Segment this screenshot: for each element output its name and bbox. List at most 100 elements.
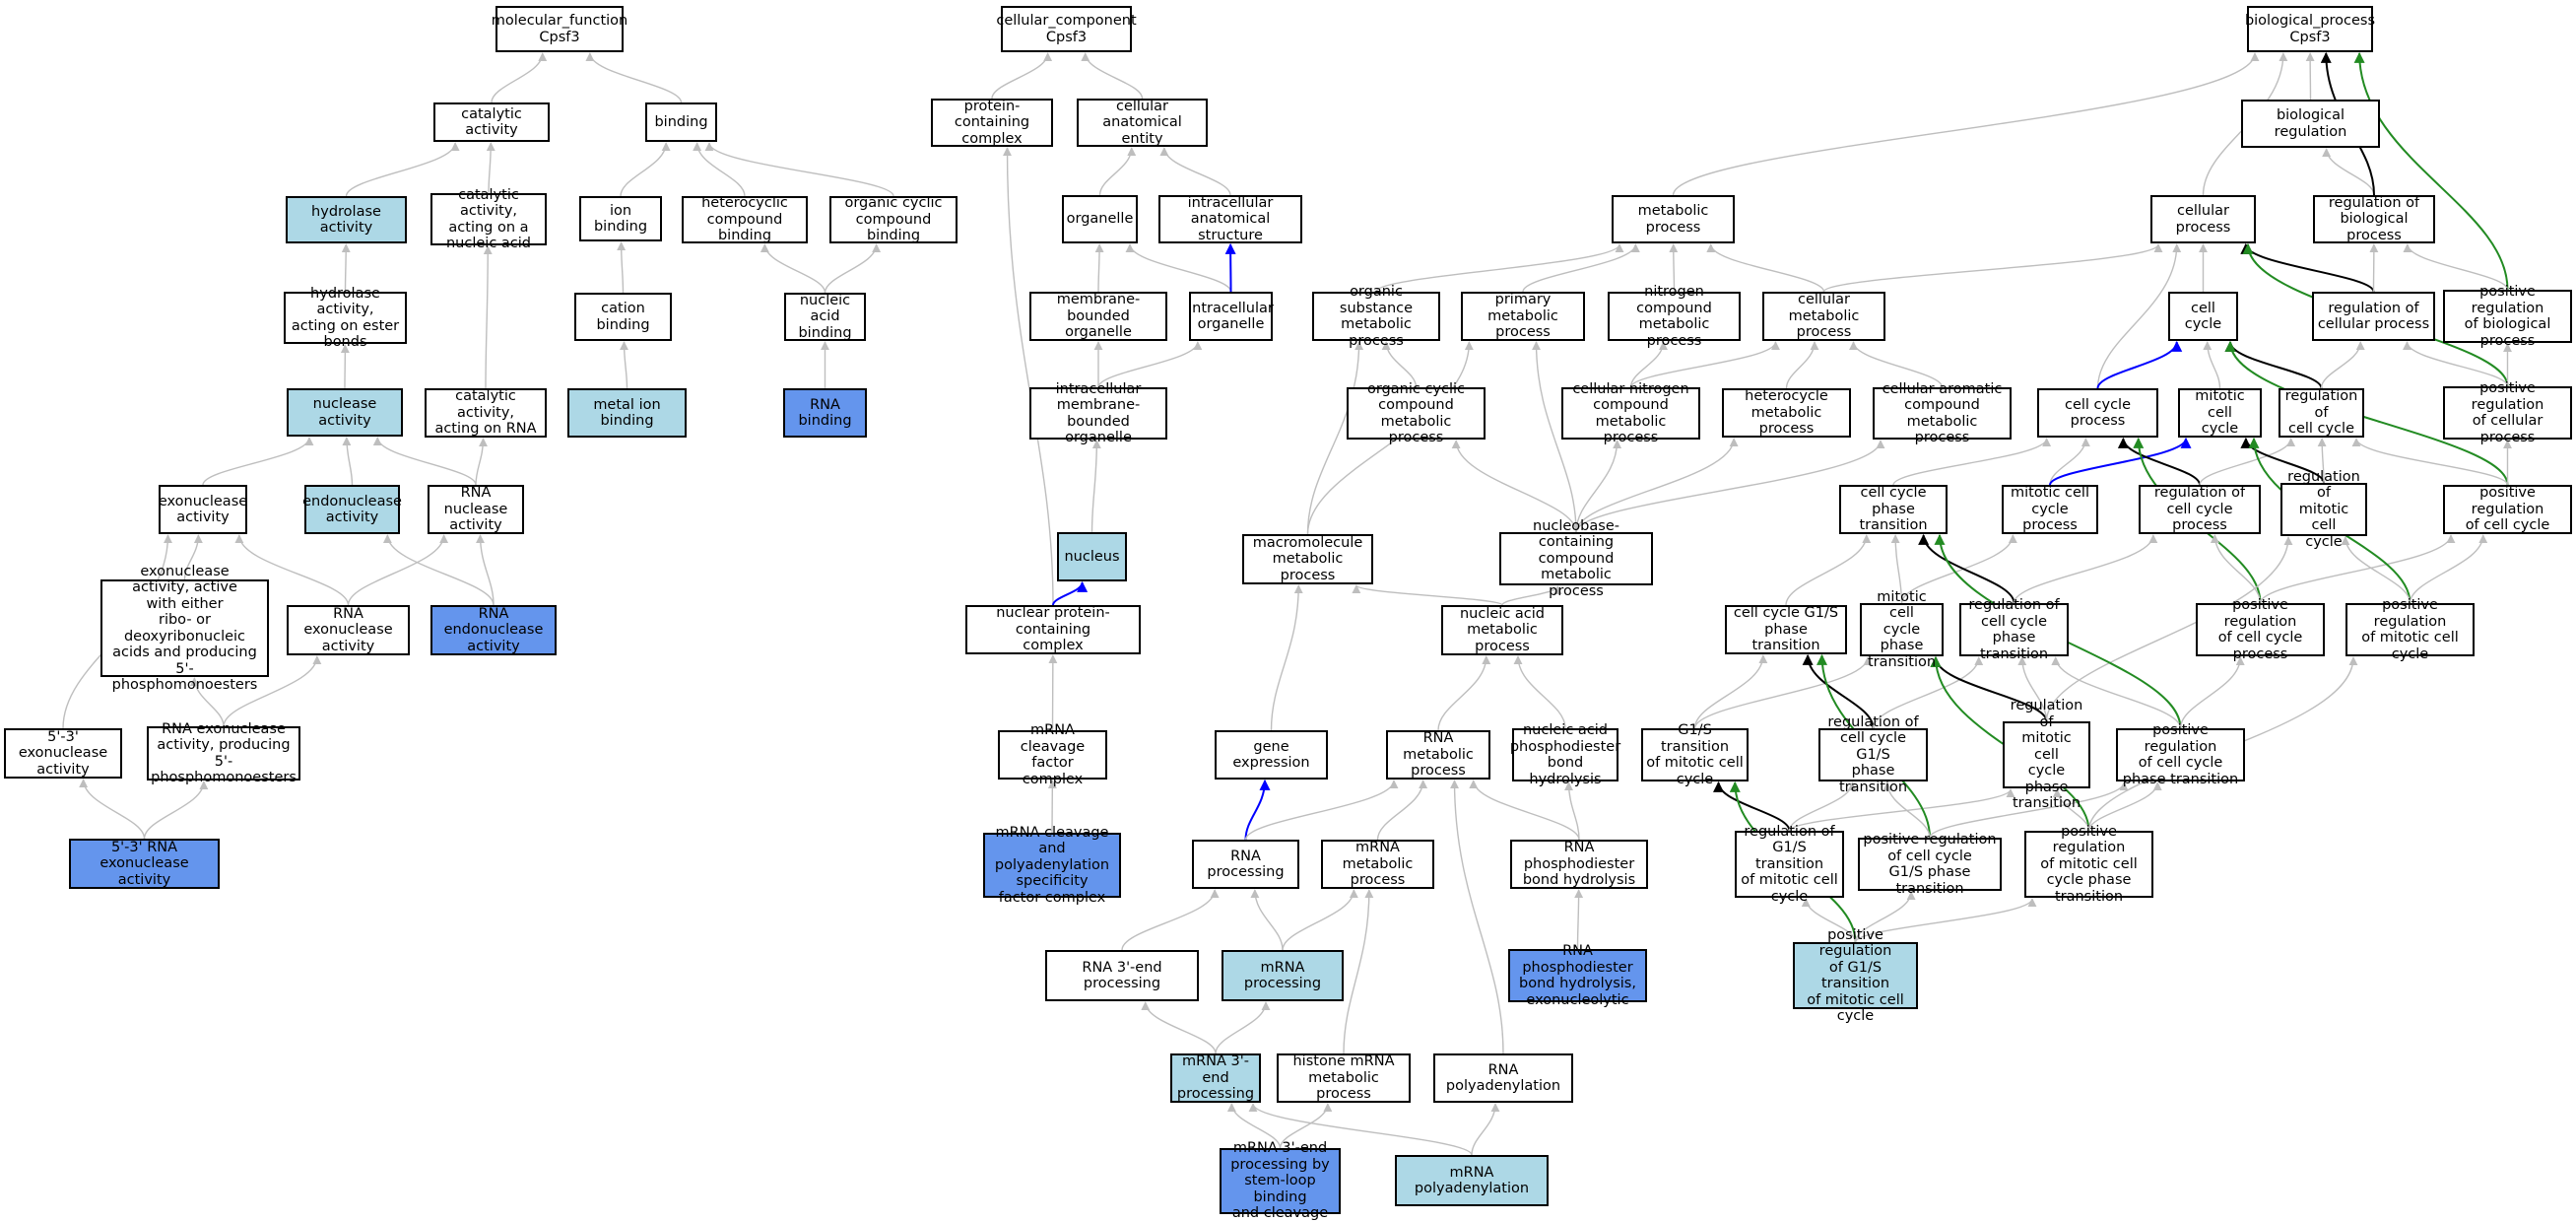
edge-reg_cc_proc-to-reg_cc xyxy=(2200,439,2291,485)
rna-polyadenylation-node[interactable]: RNA polyadenylation xyxy=(1433,1053,1573,1103)
nitrogen-compound-metabolic-node[interactable]: nitrogen compound metabolic process xyxy=(1608,292,1741,341)
mitotic-phase-transition-node[interactable]: mitotic cell cycle phase transition xyxy=(1860,603,1944,656)
regulation-g1s-mitotic-node[interactable]: regulation of G1/S transition of mitotic… xyxy=(1735,831,1844,898)
cell-cycle-node[interactable]: cell cycle xyxy=(2168,292,2238,341)
positive-regulation-cell-cycle-node[interactable]: positive regulation of cell cycle xyxy=(2443,485,2572,534)
positive-regulation-phase-transition-node[interactable]: positive regulation of cell cycle phase … xyxy=(2116,728,2245,781)
mrna-polyadenylation-node[interactable]: mRNA polyadenylation xyxy=(1395,1155,1549,1206)
mrna-3end-processing-node[interactable]: mRNA 3'-end processing xyxy=(1170,1053,1261,1103)
mrna-metabolic-node[interactable]: mRNA metabolic process xyxy=(1321,840,1434,889)
exonuclease-53-node[interactable]: 5'-3' exonuclease activity xyxy=(4,728,122,779)
organic-substance-metabolic-node[interactable]: organic substance metabolic process xyxy=(1312,292,1440,341)
intracellular-anatomical-structure-node[interactable]: intracellular anatomical structure xyxy=(1158,195,1302,243)
primary-metabolic-node[interactable]: primary metabolic process xyxy=(1461,292,1585,341)
positive-regulation-mitotic-phase-node[interactable]: positive regulation of mitotic cell cycl… xyxy=(2024,831,2153,898)
positive-regulation-g1s-mitotic-node[interactable]: positive regulation of G1/S transition o… xyxy=(1793,942,1918,1009)
edge-mrna_3end-to-mrna_processing xyxy=(1216,1002,1266,1053)
positive-regulation-biological-node[interactable]: positive regulation of biological proces… xyxy=(2443,290,2572,343)
exonuclease-either-node[interactable]: exonuclease activity, active with either… xyxy=(100,579,269,677)
edge-hetero_met-to-cell_met xyxy=(1787,342,1816,388)
positive-regulation-mitotic-cell-cycle-node[interactable]: positive regulation of mitotic cell cycl… xyxy=(2345,603,2475,656)
metal-ion-binding-node[interactable]: metal ion binding xyxy=(567,388,687,438)
rna-exonuclease-53-node[interactable]: 5'-3' RNA exonuclease activity xyxy=(69,839,220,889)
rna-3end-processing-node[interactable]: RNA 3'-end processing xyxy=(1045,950,1199,1001)
positive-regulation-cell-cycle-process-node[interactable]: positive regulation of cell cycle proces… xyxy=(2196,603,2325,656)
g1s-phase-transition-node[interactable]: cell cycle G1/S phase transition xyxy=(1725,605,1847,654)
rna-processing-node[interactable]: RNA processing xyxy=(1192,840,1299,889)
mitotic-cell-cycle-node[interactable]: mitotic cell cycle xyxy=(2178,388,2262,438)
g1s-mitotic-transition-node[interactable]: G1/S transition of mitotic cell cycle xyxy=(1641,728,1749,781)
cellular-process-node[interactable]: cellular process xyxy=(2150,195,2256,243)
catalytic-nucleic-acid-node[interactable]: catalytic activity, acting on a nucleic … xyxy=(430,193,547,245)
edge-pos_reg_cc-to-reg_cc xyxy=(2356,439,2508,485)
rna-exonuclease-activity-node[interactable]: RNA exonuclease activity xyxy=(287,605,410,655)
binding-node[interactable]: binding xyxy=(645,102,717,142)
nucleic-acid-phosphodiester-node[interactable]: nucleic acid phosphodiester bond hydroly… xyxy=(1512,728,1618,781)
rna-phosphodiester-exonucleolytic-node[interactable]: RNA phosphodiester bond hydrolysis, exon… xyxy=(1508,949,1647,1002)
gene-expression-node[interactable]: gene expression xyxy=(1215,730,1328,780)
rna-endonuclease-activity-node[interactable]: RNA endonuclease activity xyxy=(430,605,557,655)
rna-binding-node[interactable]: RNA binding xyxy=(783,388,867,438)
organic-cyclic-binding-node[interactable]: organic cyclic compound binding xyxy=(829,196,958,243)
nucleic-acid-metabolic-node[interactable]: nucleic acid metabolic process xyxy=(1441,605,1563,655)
protein-complex-node[interactable]: protein-containing complex xyxy=(931,99,1053,147)
mrna-3end-stemloop-node[interactable]: mRNA 3'-end processing by stem-loop bind… xyxy=(1220,1148,1341,1214)
catalytic-rna-node[interactable]: catalytic activity, acting on RNA xyxy=(425,388,547,438)
cellular-anatomical-entity-node[interactable]: cellular anatomical entity xyxy=(1077,99,1208,147)
nucleic-acid-binding-node[interactable]: nucleic acid binding xyxy=(784,293,866,341)
endonuclease-activity-node[interactable]: endonuclease activity xyxy=(304,485,400,534)
positive-regulation-g1s-node[interactable]: positive regulation of cell cycle G1/S p… xyxy=(1858,838,2002,891)
regulation-cell-cycle-node[interactable]: regulation of cell cycle xyxy=(2279,388,2364,438)
nuclease-activity-node[interactable]: nuclease activity xyxy=(287,388,403,437)
cell-cycle-phase-transition-node[interactable]: cell cycle phase transition xyxy=(1839,485,1948,534)
heterocycle-metabolic-node[interactable]: heterocycle metabolic process xyxy=(1722,388,1851,438)
intracellular-organelle-node[interactable]: intracellular organelle xyxy=(1189,292,1273,341)
mrna-cleavage-factor-complex-node[interactable]: mRNA cleavage factor complex xyxy=(998,730,1107,780)
heterocyclic-binding-node[interactable]: heterocyclic compound binding xyxy=(682,196,808,243)
regulation-phase-transition-node[interactable]: regulation of cell cycle phase transitio… xyxy=(1959,603,2069,656)
intracellular-membrane-organelle-node[interactable]: intracellular membrane-bounded organelle xyxy=(1029,387,1167,440)
regulation-g1s-node[interactable]: regulation of cell cycle G1/S phase tran… xyxy=(1818,728,1928,781)
edge-pos_reg_bio-to-bp_root xyxy=(2359,53,2507,290)
rna-phosphodiester-node[interactable]: RNA phosphodiester bond hydrolysis xyxy=(1510,840,1648,889)
mrna-processing-node[interactable]: mRNA processing xyxy=(1222,950,1344,1001)
organelle-node[interactable]: organelle xyxy=(1062,195,1138,243)
ion-binding-node[interactable]: ion binding xyxy=(579,196,662,241)
macromolecule-metabolic-node[interactable]: macromolecule metabolic process xyxy=(1242,534,1373,584)
edge-mitotic_cc_proc-to-cc_process xyxy=(2050,439,2085,485)
cellular-nitrogen-metabolic-node[interactable]: cellular nitrogen compound metabolic pro… xyxy=(1561,387,1700,440)
nucleus-node[interactable]: nucleus xyxy=(1057,532,1127,581)
membrane-bounded-organelle-node[interactable]: membrane-bounded organelle xyxy=(1029,292,1167,341)
cation-binding-node[interactable]: cation binding xyxy=(574,293,672,341)
metabolic-process-node[interactable]: metabolic process xyxy=(1612,195,1735,243)
rna-exonuclease-5p-node[interactable]: RNA exonuclease activity, producing 5'-p… xyxy=(147,726,300,781)
edge-mrna_processing-to-mrna_met xyxy=(1283,890,1354,950)
cellular-aromatic-metabolic-node[interactable]: cellular aromatic compound metabolic pro… xyxy=(1873,387,2012,440)
hydrolase-activity-node[interactable]: hydrolase activity xyxy=(286,196,407,243)
hydrolase-ester-node[interactable]: hydrolase activity, acting on ester bond… xyxy=(284,292,407,344)
exonuclease-activity-node[interactable]: exonuclease activity xyxy=(159,485,247,534)
biological-regulation-node[interactable]: biological regulation xyxy=(2241,100,2380,148)
organic-cyclic-metabolic-node[interactable]: organic cyclic compound metabolic proces… xyxy=(1347,387,1486,440)
edge-nucacid_met-to-macro_met xyxy=(1356,585,1502,605)
regulation-cellular-process-node[interactable]: regulation of cellular process xyxy=(2312,292,2435,341)
positive-regulation-cellular-process-node[interactable]: positive regulation of cellular process xyxy=(2443,386,2572,440)
regulation-cell-cycle-process-node[interactable]: regulation of cell cycle process xyxy=(2139,485,2261,534)
histone-mrna-metabolic-node[interactable]: histone mRNA metabolic process xyxy=(1277,1053,1411,1103)
regulation-mitotic-phase-node[interactable]: regulation of mitotic cell cycle phase t… xyxy=(2003,721,2090,788)
mf-root-node[interactable]: molecular_function Cpsf3 xyxy=(495,6,624,52)
edge-catalytic-to-mf_root xyxy=(492,53,543,102)
cc-root-node[interactable]: cellular_component Cpsf3 xyxy=(1001,6,1132,52)
nucleobase-metabolic-node[interactable]: nucleobase-containing compound metabolic… xyxy=(1499,532,1653,585)
rna-nuclease-activity-node[interactable]: RNA nuclease activity xyxy=(428,485,524,534)
regulation-mitotic-cell-cycle-node[interactable]: regulation of mitotic cell cycle xyxy=(2280,483,2367,536)
bp-root-node[interactable]: biological_process Cpsf3 xyxy=(2247,6,2373,52)
cell-cycle-process-node[interactable]: cell cycle process xyxy=(2037,388,2158,438)
mitotic-cell-cycle-process-node[interactable]: mitotic cell cycle process xyxy=(2002,485,2098,534)
cellular-metabolic-node[interactable]: cellular metabolic process xyxy=(1762,292,1885,341)
catalytic-activity-node[interactable]: catalytic activity xyxy=(433,102,550,142)
regulation-biological-process-node[interactable]: regulation of biological process xyxy=(2313,195,2435,243)
rna-metabolic-node[interactable]: RNA metabolic process xyxy=(1386,730,1490,780)
mrna-cpsf-complex-node[interactable]: mRNA cleavage and polyadenylation specif… xyxy=(983,833,1121,898)
nuclear-protein-complex-node[interactable]: nuclear protein-containing complex xyxy=(965,605,1141,654)
